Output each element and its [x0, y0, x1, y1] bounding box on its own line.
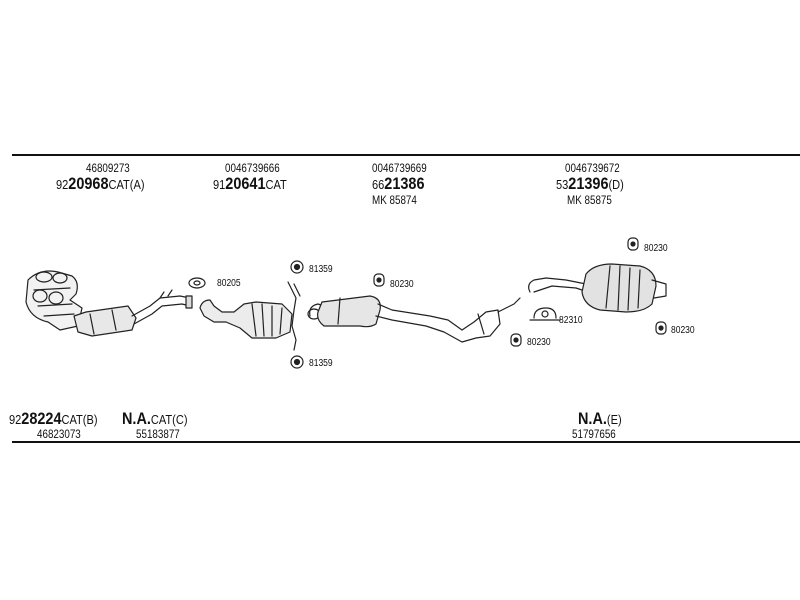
top-rule	[12, 154, 800, 156]
part-oe-number: 46809273	[86, 161, 130, 175]
rubber-hanger-icons	[290, 237, 667, 369]
part-oe-number: 46823073	[37, 427, 81, 441]
clamp-icon	[290, 260, 304, 274]
exhaust-manifold	[25, 270, 83, 331]
hanger-icon	[373, 273, 385, 287]
part-code: 5321396(D)	[556, 174, 624, 193]
fitting-number-clamp: 81359	[309, 264, 333, 275]
part-oe-number: 51797656	[572, 427, 616, 441]
fitting-number-hanger: 80230	[527, 337, 551, 348]
part-oe-number: 55183877	[136, 427, 180, 441]
hanger-icon	[627, 237, 639, 251]
center-catalyst	[199, 281, 301, 351]
fitting-number-clamp: 82310	[559, 315, 583, 326]
fitting-number-clamp: 81359	[309, 358, 333, 369]
middle-silencer	[307, 295, 521, 343]
part-code: 9228224CAT(B)	[9, 409, 98, 428]
part-oe-number: 0046739666	[225, 161, 280, 175]
rear-silencer	[528, 263, 667, 313]
part-code: 9120641CAT	[213, 174, 287, 193]
hanger-icon	[510, 333, 522, 347]
front-pipe-catalyst	[73, 289, 193, 337]
part-oe-number: 0046739672	[565, 161, 620, 175]
part-code: N.A.(E)	[578, 409, 622, 428]
fitting-number-gasket: 80205	[217, 278, 241, 289]
part-mk-number: MK 85874	[372, 193, 417, 207]
bottom-rule	[12, 441, 800, 443]
part-mk-number: MK 85875	[567, 193, 612, 207]
part-code: 6621386	[372, 174, 425, 193]
clamp-icon	[290, 355, 304, 369]
clamp-rear	[529, 307, 561, 321]
fitting-number-hanger: 80230	[671, 325, 695, 336]
part-code: 9220968CAT(A)	[56, 174, 145, 193]
hanger-icon	[655, 321, 667, 335]
gasket-front	[188, 277, 206, 289]
fitting-number-hanger: 80230	[644, 243, 668, 254]
part-code: N.A.CAT(C)	[122, 409, 188, 428]
part-oe-number: 0046739669	[372, 161, 427, 175]
fitting-number-hanger: 80230	[390, 279, 414, 290]
